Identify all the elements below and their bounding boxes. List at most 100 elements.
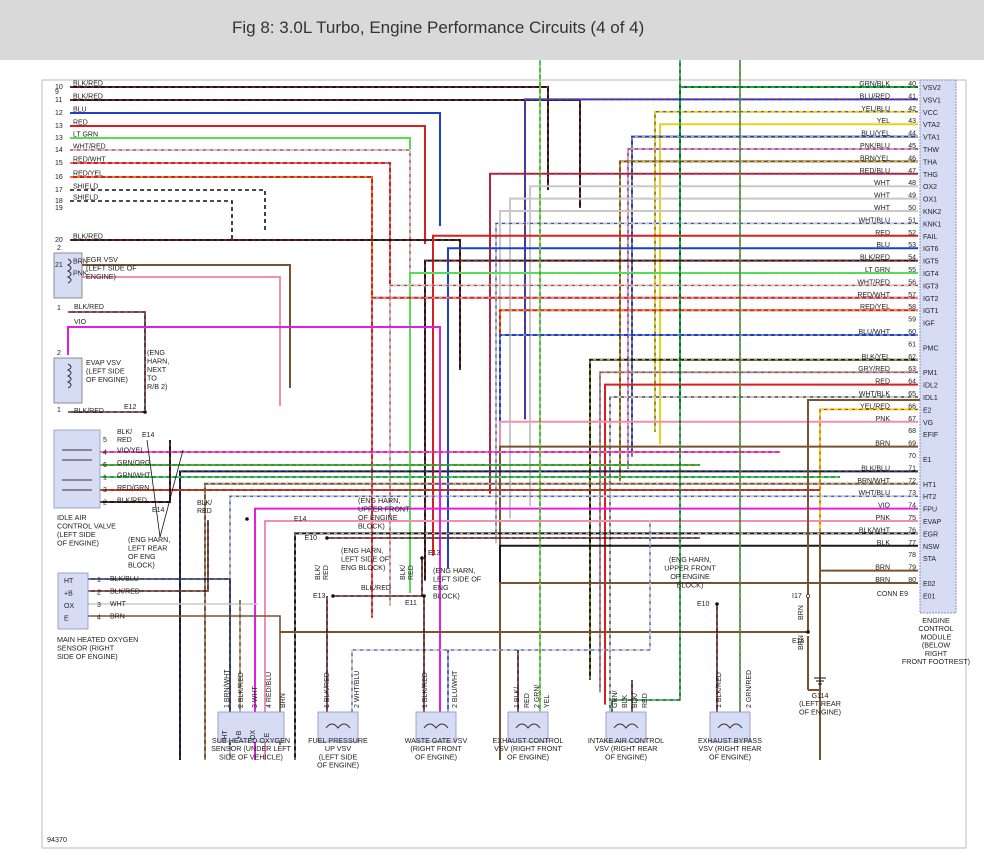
- ecm-pin-number: 69: [908, 441, 916, 448]
- ecm-pin-number: 50: [908, 205, 916, 212]
- iacv-pin-number: 5: [103, 437, 107, 444]
- evap-vsv-label: EVAP VSV: [86, 358, 121, 367]
- harn-upper-front2-note: (ENG HARN,: [669, 555, 711, 564]
- left-pin-number: 12: [55, 110, 63, 117]
- eng-harness-note: (ENG: [147, 348, 165, 357]
- ecm-pin-number: 46: [908, 155, 916, 162]
- left-pin-number: 17: [55, 187, 63, 194]
- ecm-wire-stripe: [389, 284, 918, 606]
- vio-wire: [67, 326, 441, 720]
- harn-left-rear2-note: BLOCK): [433, 592, 460, 601]
- eng-harness-note: HARN,: [147, 357, 169, 366]
- ecm-wire-label: WHT: [874, 180, 891, 187]
- iacv-pin-number: 3: [103, 487, 107, 494]
- ecm-wire-label: PNK/BLU: [860, 143, 890, 150]
- left-pin-number: 14: [55, 147, 63, 154]
- ecm-wire-label: RED: [875, 379, 890, 386]
- sub-heated-oxygen-sensor-wire-label: BRN: [280, 693, 287, 708]
- iacv-wire-label: GRN/ORG: [117, 460, 150, 467]
- ecm-wire-label: BLK: [877, 540, 891, 547]
- splice-e13a: [420, 556, 424, 560]
- iacv-coils: [62, 449, 92, 491]
- mhos-wire-b-stripe: [88, 520, 209, 592]
- ecm-wire-label: LT GRN: [865, 267, 890, 274]
- harness-wire-stripe: [70, 149, 411, 280]
- ecm-pin-number: 78: [908, 552, 916, 559]
- mhos-pin-number: 1: [97, 577, 101, 584]
- mhos-wire-label: BLK/BLU: [110, 576, 139, 583]
- ecm-wire-label: BLK/RED: [860, 255, 890, 262]
- e13-link-wire-stripe: [333, 558, 423, 597]
- exhaust-control-vsv-wire-label: YEL: [544, 695, 551, 708]
- ecm-pin-number: 58: [908, 304, 916, 311]
- ecm-terminal: OX2: [923, 184, 937, 191]
- sub-heated-oxygen-sensor-wire-label: 2 BLK/RED: [238, 672, 245, 708]
- left-pin-number: 13: [55, 135, 63, 142]
- harness-wire-stripe: [70, 86, 549, 190]
- sub-heated-oxygen-sensor-label: SIDE OF VEHICLE): [219, 752, 283, 761]
- exhaust-bypass-vsv-coil: [717, 723, 743, 729]
- harness-wire-stripe: [70, 162, 391, 298]
- ecm-pin-number: 64: [908, 379, 916, 386]
- exhaust-control-vsv-wire-label: 2 GRN/: [534, 685, 541, 708]
- exhaust-bypass-vsv-wire-label: 2 GRN/RED: [746, 670, 753, 708]
- sub-heated-oxygen-sensor-label: SENSOR (UNDER LEFT: [211, 744, 291, 753]
- wire-layer: [67, 60, 920, 760]
- iacv-pin-number: 1: [103, 475, 107, 482]
- left-wire-label: SHIELD: [73, 184, 98, 191]
- evap-vsv-symbol-coil: [66, 363, 72, 389]
- intake-air-control-vsv-wire-label: BLK/: [632, 693, 639, 708]
- exhaust-bypass-vsv-label: OF ENGINE): [709, 752, 751, 761]
- harn-upper-front-note: (ENG HARN,: [358, 496, 400, 505]
- waste-gate-vsv-wire-label: 1 BLK/RED: [422, 672, 429, 708]
- sub-heated-oxygen-sensor-terminal: HT: [222, 730, 229, 740]
- ecm-wire-stripe: [619, 160, 918, 482]
- e13-wire-label: BLK/RED: [361, 585, 391, 592]
- e13-wire-label: BLK/: [315, 565, 322, 580]
- ecm-wire-label: BLU/YEL: [861, 131, 890, 138]
- mhos-wire-label: WHT: [110, 601, 127, 608]
- left-pin-number: 9: [55, 89, 59, 96]
- ecm-pin-number: 48: [908, 180, 916, 187]
- egr-pin: 2: [57, 245, 61, 252]
- component-layer: [53, 79, 957, 743]
- riser-wire-stripe: [611, 60, 681, 712]
- iacv-wire-label: VIO/YEL: [117, 448, 144, 455]
- ecm-wire-stripe: [524, 98, 918, 420]
- ecm-wire: [264, 520, 918, 760]
- mhos-label: SIDE OF ENGINE): [57, 652, 118, 661]
- left-wire-label: RED/WHT: [73, 157, 106, 164]
- connector-i17: [806, 594, 811, 599]
- harn-upper-front-note: OF ENGINE: [358, 513, 398, 522]
- riser-wire: [611, 60, 681, 712]
- ground-label: G114: [811, 691, 828, 700]
- ecm-pin-number: 53: [908, 242, 916, 249]
- ecm-label: FRONT FOOTREST): [902, 657, 970, 666]
- exhaust-control-vsv-label: OF ENGINE): [507, 752, 549, 761]
- ecm-wire-label: RED/WHT: [857, 292, 890, 299]
- figure-header: Fig 8: 3.0L Turbo, Engine Performance Ci…: [0, 0, 984, 60]
- harness-wire: [70, 149, 411, 280]
- ecm-terminal: PM1: [923, 370, 938, 377]
- harn-upper-front2-note: BLOCK): [677, 581, 704, 590]
- mhos-pin-number: 3: [97, 602, 101, 609]
- waste-gate-vsv-wire-label: 2 BLU/WHT: [452, 670, 459, 708]
- left-pin-number: 19: [55, 205, 63, 212]
- ecm-wire: [499, 582, 918, 760]
- intake-air-control-vsv-label: VSV (RIGHT REAR: [595, 744, 658, 753]
- ecm-wire-label: BLK/WHT: [859, 527, 891, 534]
- mhos-wire-ht-stripe: [88, 578, 231, 745]
- figure-title: Fig 8: 3.0L Turbo, Engine Performance Ci…: [232, 18, 645, 37]
- ecm-terminal: E2: [923, 407, 932, 414]
- ecm-wire: [409, 272, 918, 593]
- iacv-label: (LEFT SIDE: [57, 530, 96, 539]
- ecm-terminal: PMC: [923, 345, 939, 352]
- left-wire-label: BLK/RED: [73, 234, 103, 241]
- egr-vsv-label: EGR VSV: [86, 255, 118, 264]
- ecm-wire-stripe: [589, 359, 918, 680]
- ecm-terminal: IDL2: [923, 383, 938, 390]
- ground-label: (LEFT REAR: [799, 699, 841, 708]
- ecm-wire-stripe: [424, 260, 918, 581]
- exhaust-control-vsv-coil: [515, 723, 541, 729]
- ecm-pin-number: 77: [908, 540, 916, 547]
